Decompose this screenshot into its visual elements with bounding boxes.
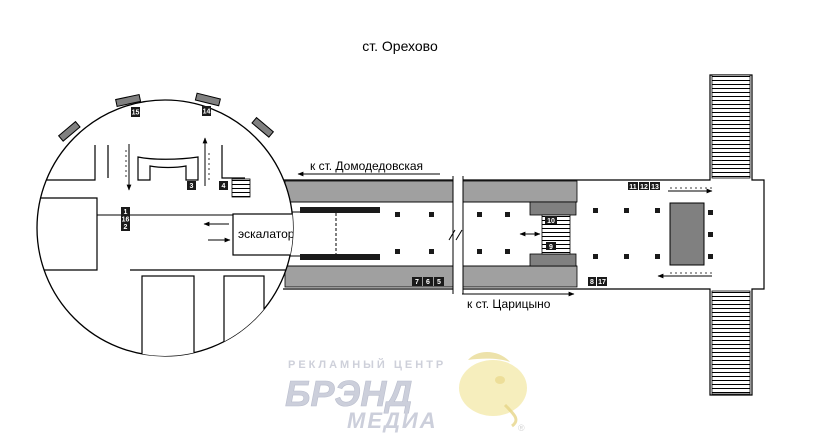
number-tag-11: 11 (629, 184, 637, 191)
rim-entrances (57, 92, 275, 142)
escalator-tunnel (287, 207, 380, 260)
number-tag-15: 15 (132, 110, 140, 117)
exit-stairs-bottom (711, 290, 751, 395)
track-area: к ст. Домодедовская к ст. Царицыно 7 6 5… (283, 74, 765, 396)
watermark-registered-mark: ® (518, 423, 525, 433)
direction-label-domodedovskaya: к ст. Домодедовская (310, 159, 423, 173)
number-tag-7: 7 (415, 279, 419, 286)
platform-columns (395, 208, 713, 259)
number-tag-1: 1 (124, 209, 128, 216)
number-tag-2: 2 (124, 224, 128, 231)
watermark-sub-text: МЕДИА (347, 408, 438, 433)
direction-domodedovskaya: к ст. Домодедовская (297, 159, 440, 177)
number-tag-3: 3 (190, 183, 194, 190)
number-tag-13: 13 (651, 184, 659, 191)
platform-block (669, 202, 705, 266)
mascot-icon (459, 351, 527, 428)
direction-label-tsaritsyno: к ст. Царицыно (467, 297, 551, 311)
escalator-label: эскалатор (238, 227, 295, 241)
scale-break (448, 176, 464, 294)
number-tag-8: 8 (590, 279, 594, 286)
brand-watermark: РЕКЛАМНЫЙ ЦЕНТР БРЭНД МЕДИА ® (285, 351, 527, 433)
vestibule-detail-circle: эскалатор 15 14 3 4 1 16 2 (36, 92, 295, 357)
number-tag-4: 4 (222, 183, 226, 190)
upper-track (284, 180, 578, 203)
watermark-top-text: РЕКЛАМНЫЙ ЦЕНТР (288, 358, 446, 371)
number-tag-10: 10 (547, 218, 555, 225)
number-tag-16: 16 (122, 217, 130, 224)
direction-tsaritsyno: к ст. Царицыно (462, 291, 575, 311)
number-tag-12: 12 (640, 184, 648, 191)
number-tags-track: 7 6 5 10 9 11 12 13 8 17 (412, 182, 660, 286)
watermark-main-text: БРЭНД (285, 373, 412, 414)
flow-arrows (657, 187, 713, 279)
number-tags-vestibule: 15 14 3 4 1 16 2 (121, 106, 228, 231)
number-tag-14: 14 (203, 109, 211, 116)
station-title: ст. Орехово (362, 38, 438, 54)
exit-stairs-top (711, 74, 751, 179)
number-tag-5: 5 (437, 279, 441, 286)
number-tag-17: 17 (598, 279, 606, 286)
number-tag-9: 9 (549, 244, 553, 251)
number-tag-6: 6 (426, 279, 430, 286)
